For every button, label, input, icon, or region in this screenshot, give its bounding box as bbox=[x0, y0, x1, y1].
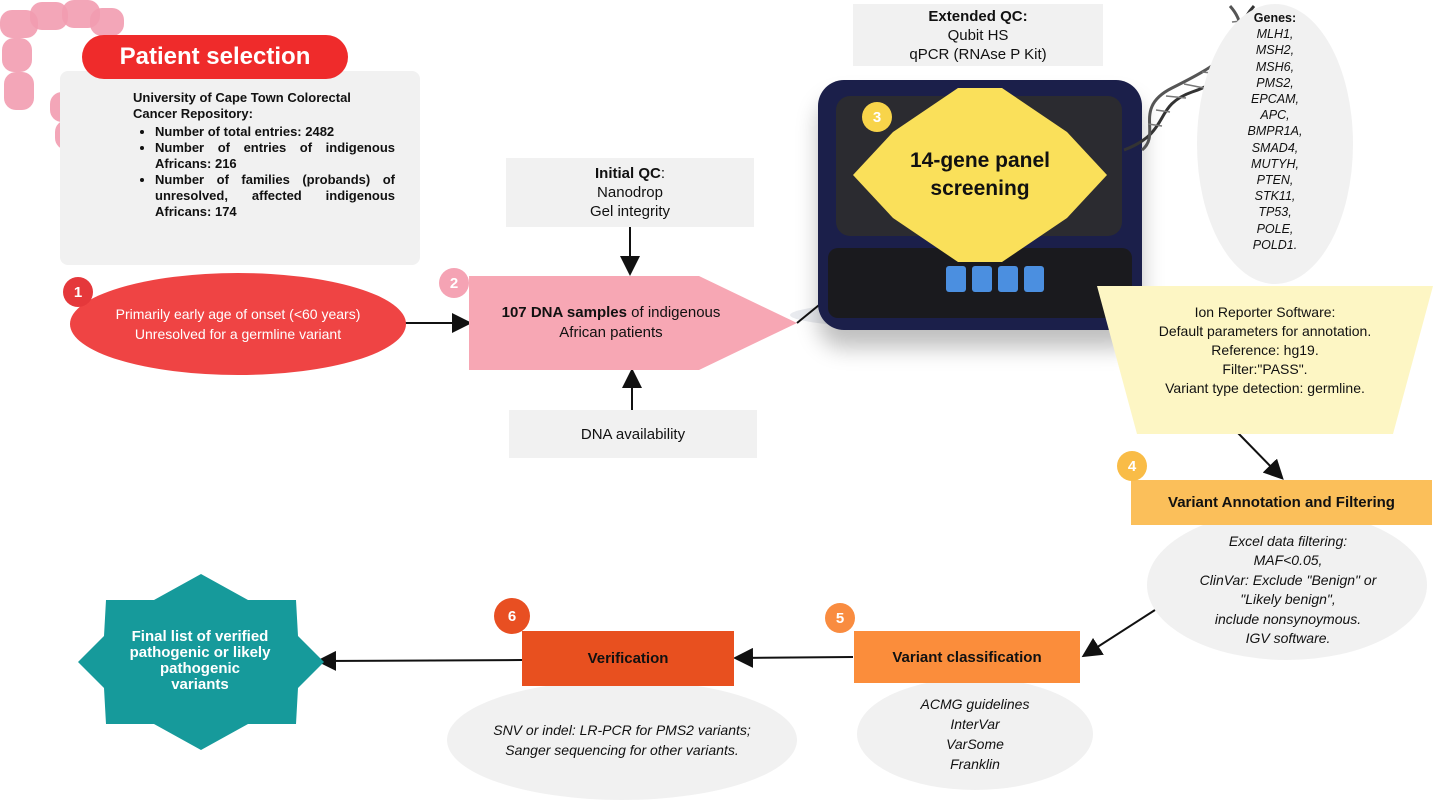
sample-population: African patients bbox=[559, 324, 663, 341]
dna-availability-box: DNA availability bbox=[509, 410, 757, 458]
gene-item: SMAD4, bbox=[1251, 140, 1299, 155]
gene-item: MLH1, bbox=[1256, 27, 1294, 42]
step-5-classification-box: Variant classification bbox=[854, 631, 1080, 683]
verification-methods-ellipse: SNV or indel: LR-PCR for PMS2 variants; … bbox=[447, 680, 797, 800]
patient-selection-title: Patient selection bbox=[119, 43, 311, 70]
final-list-star bbox=[78, 574, 324, 750]
initial-qc-title: Initial QC bbox=[594, 165, 661, 182]
gene-item: BMPR1A, bbox=[1247, 124, 1303, 139]
repository-title: University of Cape Town Colorectal Cance… bbox=[133, 90, 351, 121]
step-6-badge: 6 bbox=[494, 598, 530, 634]
bullet-total-entries: Number of total entries: 2482 bbox=[155, 124, 395, 140]
gene-item: TP53, bbox=[1258, 205, 1292, 220]
excel-filtering-ellipse bbox=[1147, 510, 1427, 660]
gene-item: APC, bbox=[1260, 108, 1290, 123]
extended-qc-box: Extended QC: Qubit HS qPCR (RNAse P Kit) bbox=[853, 4, 1103, 66]
extended-qc-title: Extended QC: bbox=[928, 7, 1028, 25]
genes-ellipse bbox=[1197, 4, 1353, 284]
bullet-families: Number of families (probands) of unresol… bbox=[155, 172, 395, 220]
extended-qc-qpcr: qPCR (RNAse P Kit) bbox=[909, 45, 1047, 63]
arrow-filter-to-5 bbox=[1081, 609, 1156, 658]
gene-item: EPCAM, bbox=[1251, 92, 1299, 107]
final-list-text: Final list of verified pathogenic or lik… bbox=[129, 628, 271, 693]
ion-line: Default parameters for annotation. bbox=[1158, 322, 1372, 339]
initial-qc-item-nanodrop: Nanodrop bbox=[597, 184, 663, 201]
step-6-verification-box: Verification bbox=[522, 631, 734, 686]
ion-line: Filter:"PASS". bbox=[1222, 360, 1308, 377]
patient-selection-title-pill: Patient selection bbox=[82, 35, 348, 79]
step-2-badge: 2 bbox=[439, 268, 469, 298]
ion-reporter-text: Ion Reporter Software: Default parameter… bbox=[1117, 300, 1413, 400]
step-2-samples-text: 107 DNA samples of indigenous African pa… bbox=[501, 304, 721, 341]
step-3-screening-label: 14-gene panel screening bbox=[909, 149, 1051, 200]
gene-item: MSH6, bbox=[1255, 59, 1295, 74]
extended-qc-qubit: Qubit HS bbox=[947, 26, 1009, 44]
step-4-badge: 4 bbox=[1117, 451, 1147, 481]
sequencer-chip-slots bbox=[946, 266, 1046, 294]
criteria-line-1: Primarily early age of onset (<60 years) bbox=[115, 306, 361, 322]
gene-item: PTEN, bbox=[1256, 173, 1294, 188]
arrow-5-to-6 bbox=[733, 647, 854, 668]
genes-title: Genes: bbox=[1253, 11, 1297, 25]
excel-filtering-text: Excel data filtering: MAF<0.05, ClinVar:… bbox=[1199, 532, 1377, 647]
gene-item: STK11, bbox=[1254, 189, 1296, 204]
step-1-criteria-ellipse: Primarily early age of onset (<60 years)… bbox=[70, 273, 406, 375]
step-2-samples-shape bbox=[469, 276, 797, 370]
step-3-screening-diamond bbox=[853, 88, 1107, 262]
ion-line: Variant type detection: germline. bbox=[1165, 379, 1365, 396]
classification-tools-ellipse: ACMG guidelines InterVar VarSome Frankli… bbox=[857, 678, 1093, 790]
step-4-annotation-box: Variant Annotation and Filtering bbox=[1131, 480, 1432, 525]
step-3-badge: 3 bbox=[862, 102, 892, 132]
gene-item: POLD1. bbox=[1252, 237, 1298, 252]
arrow-6-to-final bbox=[316, 650, 523, 671]
initial-qc-box: Initial QC: Nanodrop Gel integrity bbox=[506, 158, 754, 227]
bullet-indigenous-entries: Number of entries of indigenous Africans… bbox=[155, 140, 395, 172]
gene-item: POLE, bbox=[1256, 221, 1294, 236]
arrow-ion-to-4 bbox=[1237, 432, 1284, 480]
ion-line: Reference: hg19. bbox=[1211, 341, 1319, 358]
initial-qc-item-gel: Gel integrity bbox=[589, 203, 671, 220]
gene-item: MUTYH, bbox=[1251, 156, 1299, 171]
ion-reporter-trapezoid bbox=[1097, 286, 1433, 434]
criteria-line-2: Unresolved for a germline variant bbox=[134, 326, 342, 342]
patient-selection-box bbox=[60, 71, 420, 265]
gene-item: PMS2, bbox=[1256, 75, 1294, 90]
sample-count: 107 DNA samples bbox=[501, 304, 627, 321]
gene-item: MSH2, bbox=[1255, 43, 1295, 58]
repository-info: University of Cape Town Colorectal Cance… bbox=[133, 90, 395, 220]
step-1-badge: 1 bbox=[63, 277, 93, 307]
genes-list: Genes: MLH1, MSH2, MSH6, PMS2, EPCAM, AP… bbox=[1205, 10, 1345, 260]
step-5-badge: 5 bbox=[825, 603, 855, 633]
ion-line: Ion Reporter Software: bbox=[1194, 303, 1336, 320]
